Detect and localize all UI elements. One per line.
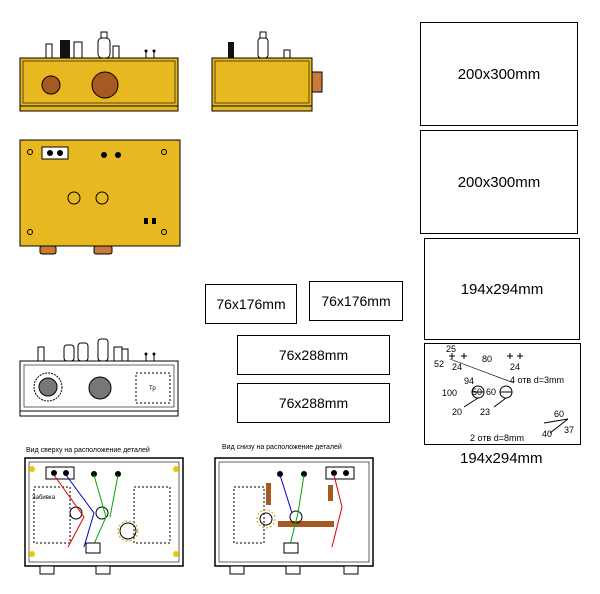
top-layout-caption: Вид сверху на расположение деталей (26, 447, 150, 454)
side-view-drawing (211, 31, 323, 112)
outline-front-drawing: Тр (19, 338, 179, 417)
panel-label: 194x294mm (460, 280, 544, 298)
bottom-layout-drawing (214, 457, 374, 575)
panel-back: 76x288mm (237, 383, 390, 423)
front-view-drawing (19, 31, 179, 112)
panel-side-right: 76x176mm (309, 281, 403, 321)
panel-front: 76x288mm (237, 335, 390, 375)
panel-label: 76x288mm (278, 347, 349, 363)
fuse-label: Забивка (32, 495, 56, 501)
drilling-caption: 194x294mm (460, 450, 543, 467)
panel-inner-plate: 194x294mm (424, 238, 580, 340)
panel-label: 200x300mm (457, 173, 541, 191)
panel-label: 76x288mm (278, 395, 349, 411)
dim-60a: 60 (486, 387, 496, 397)
panel-label: 76x176mm (216, 296, 286, 312)
bottom-layout-caption: Вид снизу на расположение деталей (222, 444, 342, 451)
top-layout-drawing: Забивка (24, 457, 184, 575)
panel-bottom-plate: 200x300mm (420, 130, 578, 234)
transformer-label: Тр (149, 386, 156, 392)
dim-94: 94 (464, 376, 474, 386)
dim-52: 52 (434, 359, 444, 369)
dim-60b: 60 (554, 409, 564, 419)
drilling-drawing: 25 52 24 80 24 94 100 50 60 20 23 60 40 … (424, 343, 581, 445)
dim-23: 23 (480, 407, 490, 417)
dim-24a: 24 (452, 362, 462, 372)
dim-37: 37 (564, 425, 574, 435)
holes-4-label: 4 отв d=3mm (510, 375, 564, 385)
dim-25: 25 (446, 344, 456, 354)
dim-100: 100 (442, 388, 457, 398)
dim-40: 40 (542, 429, 552, 439)
panel-side-left: 76x176mm (205, 284, 297, 324)
dim-24b: 24 (510, 362, 520, 372)
panel-top-plate: 200x300mm (420, 22, 578, 126)
panel-label: 200x300mm (457, 65, 541, 83)
panel-label: 76x176mm (321, 293, 391, 309)
holes-2-label: 2 отв d=8mm (470, 433, 524, 443)
dim-20: 20 (452, 407, 462, 417)
dim-80: 80 (482, 354, 492, 364)
top-view-drawing (19, 139, 181, 255)
